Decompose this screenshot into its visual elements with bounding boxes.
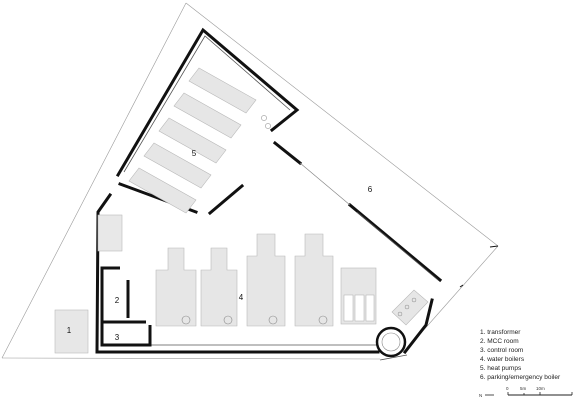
scale-end: 10m: [536, 386, 545, 391]
legend-item: 5. heat pumps: [480, 365, 522, 372]
heat-pumps: [128, 67, 257, 214]
heat-pump-wing-inner-walls: [123, 35, 291, 173]
parking-gate: [299, 162, 351, 206]
legend-item: 4. water boilers: [480, 356, 525, 363]
heat-pump-unit: [128, 167, 197, 214]
legend-item: 1. transformer: [480, 329, 521, 336]
legend-item: 2. MCC room: [480, 338, 519, 345]
service-room-walls: [100, 266, 152, 347]
legend: 1. transformer 2. MCC room 3. control ro…: [480, 329, 561, 381]
label-parking: 6: [368, 185, 373, 194]
north-arrow: N: [479, 393, 494, 398]
water-boiler: [294, 233, 334, 327]
north-label: N: [479, 393, 482, 398]
scale-mid: 5m: [520, 386, 527, 391]
scale-zero: 0: [506, 386, 509, 391]
emergency-boiler-unit: [391, 289, 429, 326]
water-boiler: [200, 247, 238, 327]
heat-pump-valves: [261, 115, 271, 129]
boiler-drains: [181, 315, 328, 325]
label-water-boilers: 4: [239, 293, 244, 302]
heat-pump-unit: [173, 92, 242, 139]
water-boiler: [155, 247, 197, 327]
legend-item: 3. control room: [480, 347, 523, 354]
legend-item: 6. parking/emergency boiler: [480, 374, 561, 381]
parking-edges: [459, 245, 499, 288]
label-mcc-room: 2: [115, 296, 120, 305]
control-cabinet: [340, 267, 377, 325]
scale-bar: 0 5m 10m: [506, 386, 573, 396]
building-walls: [95, 140, 443, 355]
heat-pump-unit: [158, 117, 227, 164]
label-control-room: 3: [115, 333, 120, 342]
water-boilers: [155, 233, 334, 327]
water-boiler: [246, 233, 286, 327]
heat-pump-unit: [143, 142, 212, 189]
heat-pump-unit: [188, 67, 257, 114]
label-heat-pumps: 5: [192, 149, 197, 158]
transformer-unit: [54, 309, 89, 354]
label-transformer: 1: [67, 326, 72, 335]
chimney: [375, 326, 407, 358]
wall-cabinet: [97, 214, 123, 252]
